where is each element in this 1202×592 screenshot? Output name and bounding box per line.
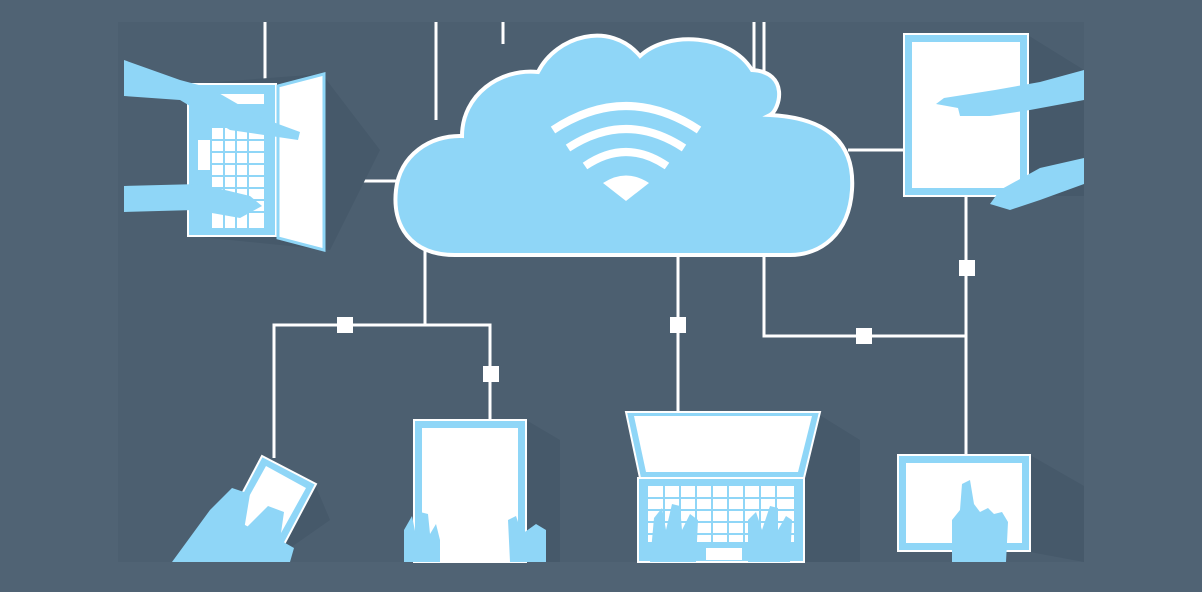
node-bottom-center <box>670 317 686 333</box>
node-right-vertical <box>959 260 975 276</box>
hand-icon <box>404 512 440 562</box>
wifi-icon <box>550 102 702 170</box>
trackpad <box>706 548 742 560</box>
cloud-icon <box>393 33 855 257</box>
tablet-icon-bottom <box>404 419 560 563</box>
smartphone-icon <box>172 454 330 562</box>
hand-icon <box>990 158 1084 210</box>
hand-icon <box>748 506 792 562</box>
node-bottom-tablet <box>483 366 499 382</box>
hand-icon <box>650 504 698 562</box>
hand-icon <box>936 70 1084 116</box>
node-bottom-right <box>856 328 872 344</box>
laptop-icon-top-left <box>124 60 380 252</box>
hand-icon <box>952 480 1008 562</box>
node-bottom-left <box>337 317 353 333</box>
hand-icon <box>172 488 294 562</box>
tablet-icon-bottom-right <box>897 454 1084 562</box>
tablet-icon-top-right <box>903 33 1084 210</box>
hand-icon <box>124 184 262 218</box>
hand-icon <box>124 60 300 140</box>
laptop-icon-bottom <box>624 411 860 563</box>
hand-icon <box>508 516 546 562</box>
laptop-screen <box>276 72 326 252</box>
